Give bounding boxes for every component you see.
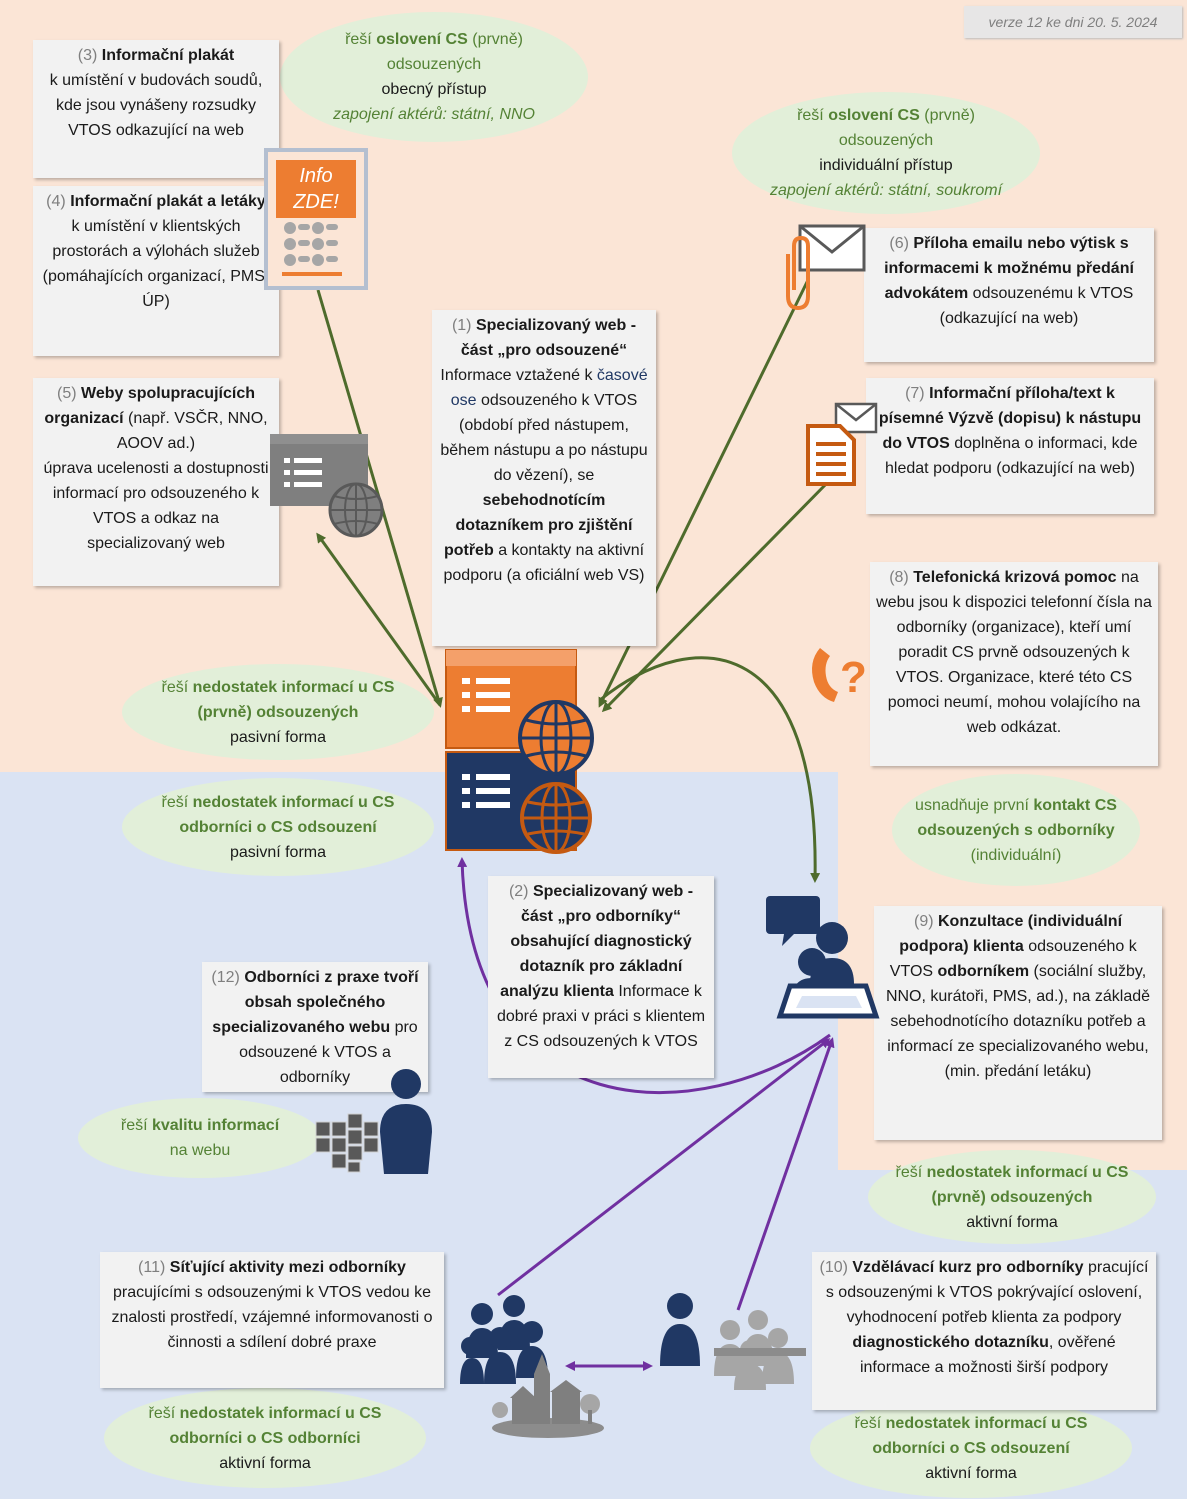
ellipse-active-experts-course: řeší nedostatek informací u CS odborníci… — [810, 1398, 1132, 1498]
item-2-web-for-experts: (2) Specializovaný web - část „pro odbor… — [488, 876, 714, 1078]
arrow-web-to-partner-sites — [316, 532, 442, 706]
item-8-crisis-helpline: (8) Telefonická krizová pomoc na webu js… — [870, 562, 1158, 766]
item-11-networking: (11) Síťující aktivity mezi odborníky pr… — [100, 1252, 444, 1388]
item-1-web-for-offenders: (1) Specializovaný web - část „pro odsou… — [432, 310, 656, 646]
svg-text:?: ? — [840, 653, 867, 702]
ellipse-passive-experts: řeší nedostatek informací u CS odborníci… — [122, 778, 434, 876]
arrow-web-to-consultation — [599, 656, 821, 883]
expert-data-icon — [315, 1069, 432, 1174]
item-6-email-attachment: (6) Příloha emailu nebo výtisk s informa… — [864, 228, 1154, 362]
training-course-icon — [660, 1293, 806, 1390]
item-12-practitioners-content: (12) Odborníci z praxe tvoří obsah spole… — [202, 962, 428, 1092]
item-4-poster-leaflets: (4) Informační plakát a letáky k umístěn… — [33, 186, 279, 356]
phone-question-icon: ? — [812, 648, 867, 702]
consultation-people-icon — [766, 896, 880, 1019]
arrow-consultation-to-expert-web — [457, 857, 831, 1094]
ellipse-approach-individual: řeší oslovení CS (prvně) odsouzených ind… — [732, 92, 1040, 214]
ellipse-approach-general: řeší oslovení CS (prvně) odsouzených obe… — [280, 12, 588, 142]
partner-website-icon — [270, 434, 384, 538]
people-crowd-icon — [282, 222, 342, 276]
item-7-letter-attachment: (7) Informační příloha/text k písemné Vý… — [866, 378, 1154, 514]
info-poster-icon: Info ZDE! — [264, 148, 368, 290]
ellipse-active-experts-network: řeší nedostatek informací u CS odborníci… — [104, 1388, 426, 1488]
ellipse-passive-offenders: řeší nedostatek informací u CS (prvně) o… — [122, 664, 434, 760]
poster-line-2: ZDE! — [293, 191, 339, 213]
networking-group-town-icon — [460, 1295, 604, 1438]
letter-document-icon — [806, 402, 878, 486]
arrow-course-to-consultation — [736, 1037, 835, 1311]
arrow-networking-to-consultation — [497, 1038, 831, 1297]
item-9-consultation: (9) Konzultace (individuální podpora) kl… — [874, 906, 1162, 1140]
ellipse-first-contact: usnadňuje první kontakt CS odsouzených s… — [892, 774, 1140, 886]
poster-line-1: Info — [299, 165, 333, 187]
item-3-court-poster: (3) Informační plakát k umístění v budov… — [33, 40, 279, 178]
version-label: verze 12 ke dni 20. 5. 2024 — [964, 6, 1182, 38]
ellipse-active-offenders: řeší nedostatek informací u CS (prvně) o… — [868, 1150, 1156, 1244]
central-website-icon — [445, 649, 594, 854]
ellipse-info-quality: řeší kvalitu informací na webu — [78, 1098, 322, 1178]
item-5-partner-websites: (5) Weby spolupracujících organizací (na… — [33, 378, 279, 586]
item-10-training-course: (10) Vzdělávací kurz pro odborníky pracu… — [812, 1252, 1156, 1410]
envelope-paperclip-icon — [786, 224, 866, 311]
